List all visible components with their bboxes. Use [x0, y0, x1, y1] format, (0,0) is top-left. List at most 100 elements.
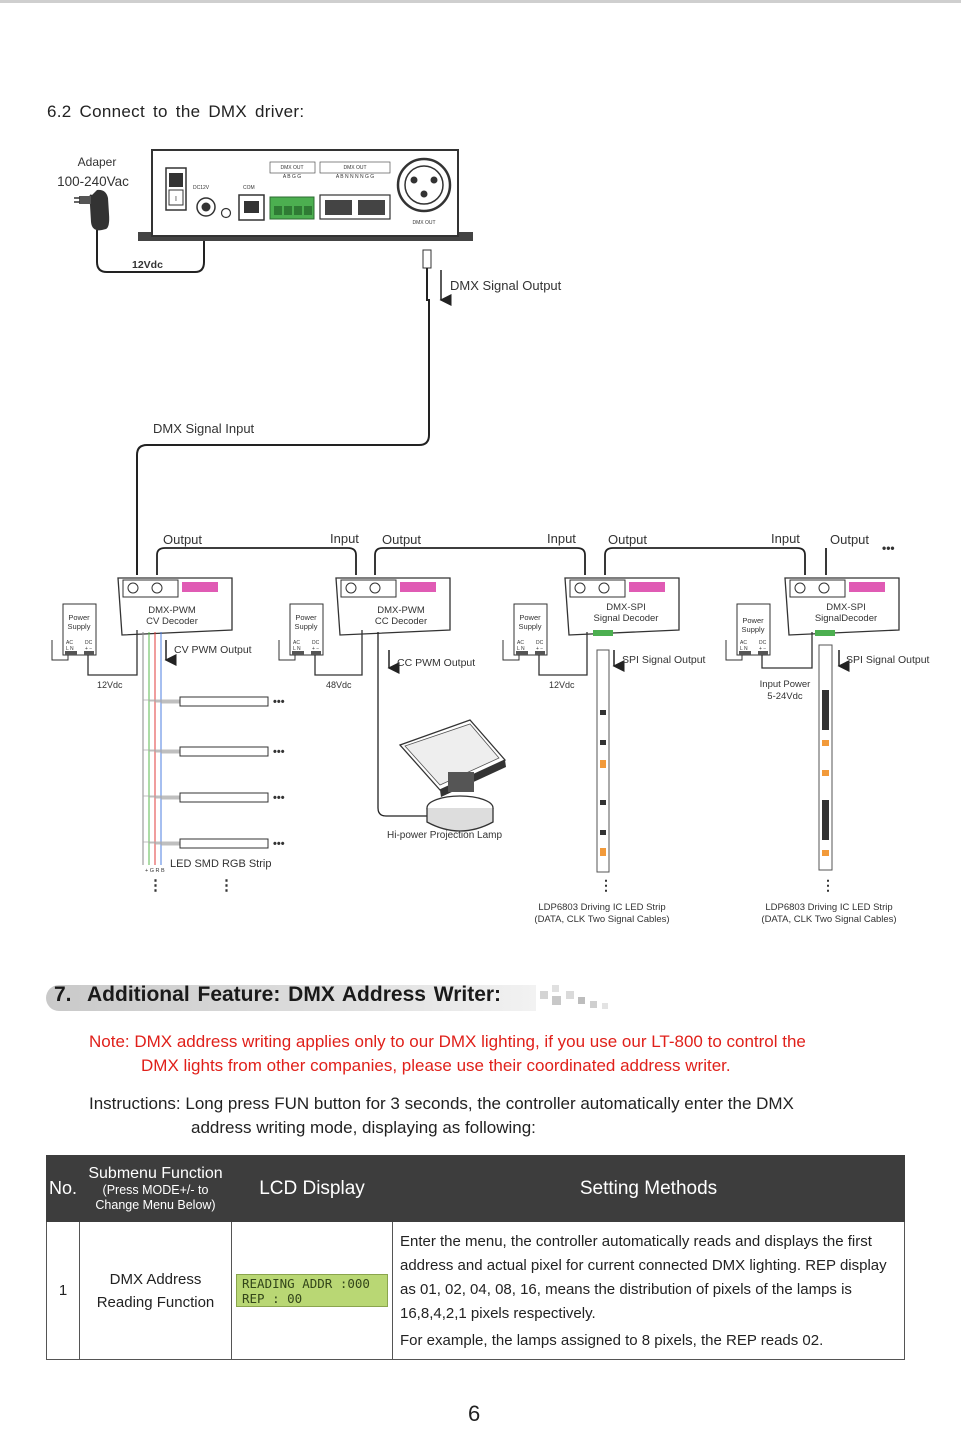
svg-text:+ −: + −: [759, 646, 766, 652]
header-submenu-note-1: (Press MODE+/- to: [102, 1182, 209, 1197]
svg-text:AC: AC: [293, 640, 300, 646]
svg-text:I: I: [175, 196, 177, 203]
row-function-line-2: Reading Function: [96, 1293, 215, 1311]
svg-text:SignalDecoder: SignalDecoder: [815, 613, 877, 624]
address-writer-table: No. Submenu Function (Press MODE+/- to C…: [46, 1155, 905, 1360]
dmx-signal-input-label: DMX Signal Input: [153, 421, 255, 436]
svg-text:DMX-PWM: DMX-PWM: [148, 605, 196, 616]
ldp-strip-label-1a: LDP6803 Driving IC LED Strip: [538, 902, 665, 913]
lcd-line-2: REP : 00: [242, 1291, 303, 1306]
svg-text:DMX OUT: DMX OUT: [280, 165, 303, 171]
row-lcd: READING ADDR :000 REP : 00: [231, 1221, 393, 1360]
decoder-spi-2: DMX-SPI SignalDecoder: [784, 577, 900, 636]
section-7-number: 7.: [54, 983, 72, 1006]
svg-text:•••: •••: [273, 696, 285, 708]
decoder-cv-pwm: DMX-PWM CV Decoder: [117, 577, 233, 636]
svg-text:•••: •••: [273, 838, 285, 850]
table-row: 1 DMX Address Reading Function READING A…: [46, 1221, 905, 1360]
section-7-banner: [46, 985, 536, 1011]
output-label-2: Output: [382, 532, 421, 547]
header-submenu-note-2: Change Menu Below): [95, 1197, 216, 1212]
svg-text:Supply: Supply: [742, 625, 765, 634]
svg-text:+ G R B: + G R B: [145, 868, 165, 874]
voltage-3: 12Vdc: [549, 680, 575, 690]
instructions-line-2: address writing mode, displaying as foll…: [191, 1118, 536, 1137]
cc-pwm-output-label: CC PWM Output: [397, 657, 475, 669]
svg-text:•••: •••: [273, 746, 285, 758]
ldp-strip-1: ⋮: [596, 649, 613, 893]
note-red: Note: DMX address writing applies only t…: [89, 1030, 904, 1078]
ldp-strip-2: ⋮: [818, 644, 835, 893]
pixel-decoration: [540, 985, 608, 1009]
setting-paragraph-1: Enter the menu, the controller automatic…: [400, 1233, 887, 1322]
row-setting: Enter the menu, the controller automatic…: [392, 1221, 905, 1360]
section-7-header: 7. Additional Feature: DMX Address Write…: [46, 982, 608, 1012]
voltage-1: 12Vdc: [97, 680, 123, 690]
decoder-spi-1: DMX-SPI Signal Decoder: [564, 577, 680, 636]
row-no: 1: [46, 1221, 80, 1360]
adapter-voltage: 100-240Vac: [57, 174, 129, 189]
power-supply-4: Power Supply AC DC L N + −: [725, 603, 813, 669]
ldp-strip-label-1b: (DATA, CLK Two Signal Cables): [534, 914, 669, 925]
header-submenu: Submenu Function (Press MODE+/- to Chang…: [79, 1155, 232, 1222]
rgb-strip-2: •••: [143, 746, 285, 758]
dmx-connection-diagram: Adaper 100-240Vac 12Vdc I DC12V COM DMX …: [51, 149, 930, 925]
page-number: 6: [468, 1401, 481, 1426]
svg-text:Power: Power: [68, 613, 90, 622]
svg-text:+ −: + −: [312, 646, 319, 652]
svg-text:A B N N N N G G: A B N N N N G G: [336, 174, 374, 180]
svg-text:DMX OUT: DMX OUT: [412, 220, 435, 226]
input-label-2: Input: [330, 531, 359, 546]
instructions-line-1: Instructions: Long press FUN button for …: [89, 1094, 794, 1113]
svg-text:L N: L N: [66, 646, 74, 652]
svg-text:DC: DC: [759, 640, 767, 646]
rgb-strip-3: •••: [143, 792, 285, 804]
12vdc-cable: [96, 212, 205, 273]
svg-text:DMX OUT: DMX OUT: [343, 165, 366, 171]
svg-text:DC: DC: [536, 640, 544, 646]
lcd-display: READING ADDR :000 REP : 00: [236, 1274, 388, 1307]
section-7-title: Additional Feature: DMX Address Writer:: [87, 983, 502, 1006]
svg-text:Power: Power: [295, 613, 317, 622]
table-header-row: No. Submenu Function (Press MODE+/- to C…: [46, 1155, 905, 1222]
svg-text:A B G G: A B G G: [283, 174, 301, 180]
input-label-4: Input: [771, 531, 800, 546]
svg-text:⋮: ⋮: [599, 877, 613, 893]
lcd-line-1: READING ADDR :000: [242, 1276, 370, 1291]
rgb-strip-4: •••: [143, 838, 285, 850]
rgb-wires: + G R B: [142, 632, 165, 874]
svg-text:CV Decoder: CV Decoder: [146, 616, 198, 627]
header-no: No.: [46, 1155, 80, 1222]
svg-text:CC Decoder: CC Decoder: [375, 616, 427, 627]
row-function-line-1: DMX Address: [109, 1270, 202, 1288]
svg-text:DC: DC: [85, 640, 93, 646]
svg-text:L N: L N: [740, 646, 748, 652]
projection-lamp: [398, 719, 507, 832]
svg-text:Power: Power: [742, 616, 764, 625]
svg-text:⋮: ⋮: [219, 877, 234, 894]
svg-text:Supply: Supply: [295, 622, 318, 631]
header-lcd: LCD Display: [231, 1155, 393, 1222]
cable-12vdc-label: 12Vdc: [132, 259, 163, 271]
svg-text:•••: •••: [273, 792, 285, 804]
power-adapter: Adaper 100-240Vac: [57, 155, 129, 231]
svg-text:L N: L N: [293, 646, 301, 652]
svg-text:DC12V: DC12V: [193, 185, 210, 191]
ldp-strip-label-2a: LDP6803 Driving IC LED Strip: [765, 902, 892, 913]
rgb-strip-label: LED SMD RGB Strip: [170, 858, 271, 870]
row-function: DMX Address Reading Function: [79, 1221, 232, 1360]
cv-pwm-output-label: CV PWM Output: [174, 644, 252, 656]
svg-text:AC: AC: [740, 640, 747, 646]
svg-text:AC: AC: [517, 640, 524, 646]
spi-output-label-2: SPI Signal Output: [846, 654, 930, 666]
note-line-1: Note: DMX address writing applies only t…: [89, 1032, 806, 1051]
output-label-1: Output: [163, 532, 202, 547]
svg-text:DMX-SPI: DMX-SPI: [606, 602, 646, 613]
voltage-2: 48Vdc: [326, 680, 352, 690]
header-setting: Setting Methods: [392, 1155, 905, 1222]
svg-text:AC: AC: [66, 640, 73, 646]
svg-text:DMX-PWM: DMX-PWM: [377, 605, 425, 616]
svg-text:COM: COM: [243, 185, 255, 191]
svg-text:Supply: Supply: [68, 622, 91, 631]
projection-lamp-label: Hi-power Projection Lamp: [387, 830, 502, 841]
